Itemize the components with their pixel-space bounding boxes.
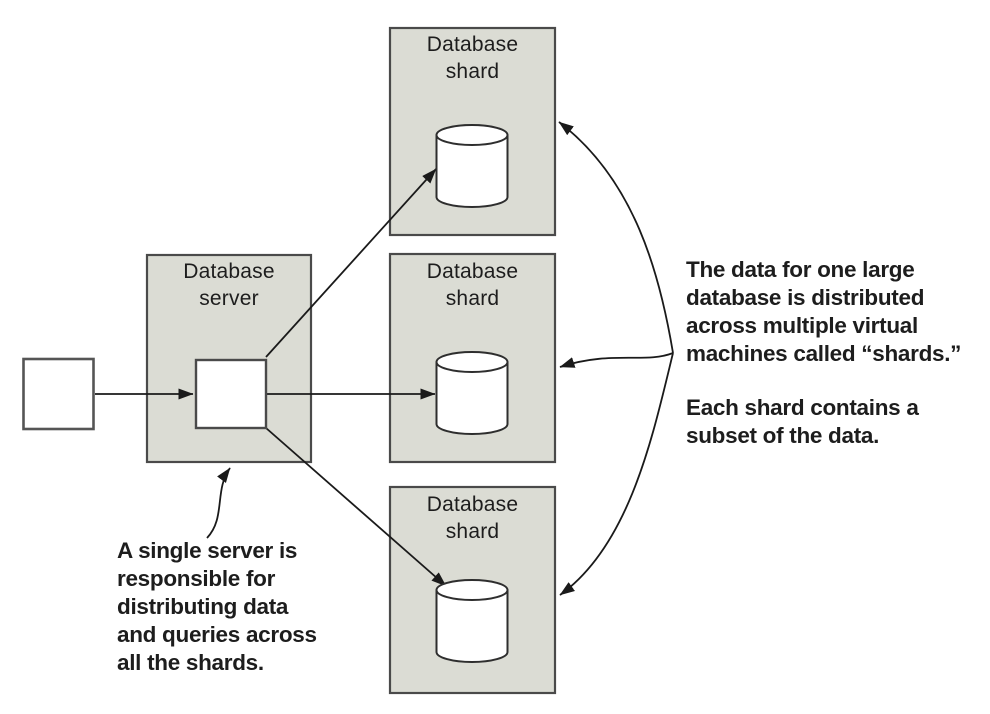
database-cylinder-icon bbox=[435, 351, 509, 435]
note-line: machines called “shards.” bbox=[686, 341, 962, 366]
brace-arrow-to-shard-1 bbox=[558, 121, 674, 354]
server-label-line1: Database bbox=[183, 260, 275, 283]
shards-annotation-para1: The data for one large database is distr… bbox=[686, 256, 986, 368]
shard-2-label-line2: shard bbox=[445, 287, 500, 310]
shard-2-label-line1: Database bbox=[426, 260, 519, 283]
server-annotation: A single server is responsible for distr… bbox=[117, 537, 367, 677]
shards-annotation: The data for one large database is distr… bbox=[686, 256, 986, 450]
note-line: distributing data bbox=[117, 594, 289, 619]
note-line: The data for one large bbox=[686, 257, 915, 282]
note-line: subset of the data. bbox=[686, 423, 880, 448]
shard-1-label-line1: Database bbox=[426, 33, 519, 56]
server-box-label: Database server bbox=[147, 258, 311, 312]
client-box bbox=[22, 357, 95, 431]
brace-arrow-to-shard-2 bbox=[559, 352, 674, 368]
shards-annotation-para2: Each shard contains a subset of the data… bbox=[686, 394, 986, 450]
shard-1-label-line2: shard bbox=[445, 60, 500, 83]
note-line: across multiple virtual bbox=[686, 313, 918, 338]
database-cylinder-icon bbox=[435, 579, 509, 663]
shard-1-label: Database shard bbox=[390, 31, 555, 85]
shard-3-label-line2: shard bbox=[445, 520, 500, 543]
note-line: Each shard contains a bbox=[686, 395, 919, 420]
note-line: A single server is bbox=[117, 538, 298, 563]
note-line: responsible for bbox=[117, 566, 276, 591]
shard-2-label: Database shard bbox=[390, 258, 555, 312]
shard-3-label-line1: Database bbox=[426, 493, 519, 516]
note-line: and queries across bbox=[117, 622, 317, 647]
database-cylinder-icon bbox=[435, 124, 509, 208]
squiggle-arrow-to-server bbox=[206, 467, 231, 539]
note-line: all the shards. bbox=[117, 650, 264, 675]
note-line: database is distributed bbox=[686, 285, 925, 310]
arrow-server-to-shard-1 bbox=[265, 168, 437, 358]
brace-arrow-to-shard-3 bbox=[559, 352, 674, 596]
server-label-line2: server bbox=[199, 287, 259, 310]
arrow-server-to-shard-3 bbox=[265, 427, 447, 587]
server-inner-square bbox=[194, 358, 268, 430]
shard-3-label: Database shard bbox=[390, 491, 555, 545]
